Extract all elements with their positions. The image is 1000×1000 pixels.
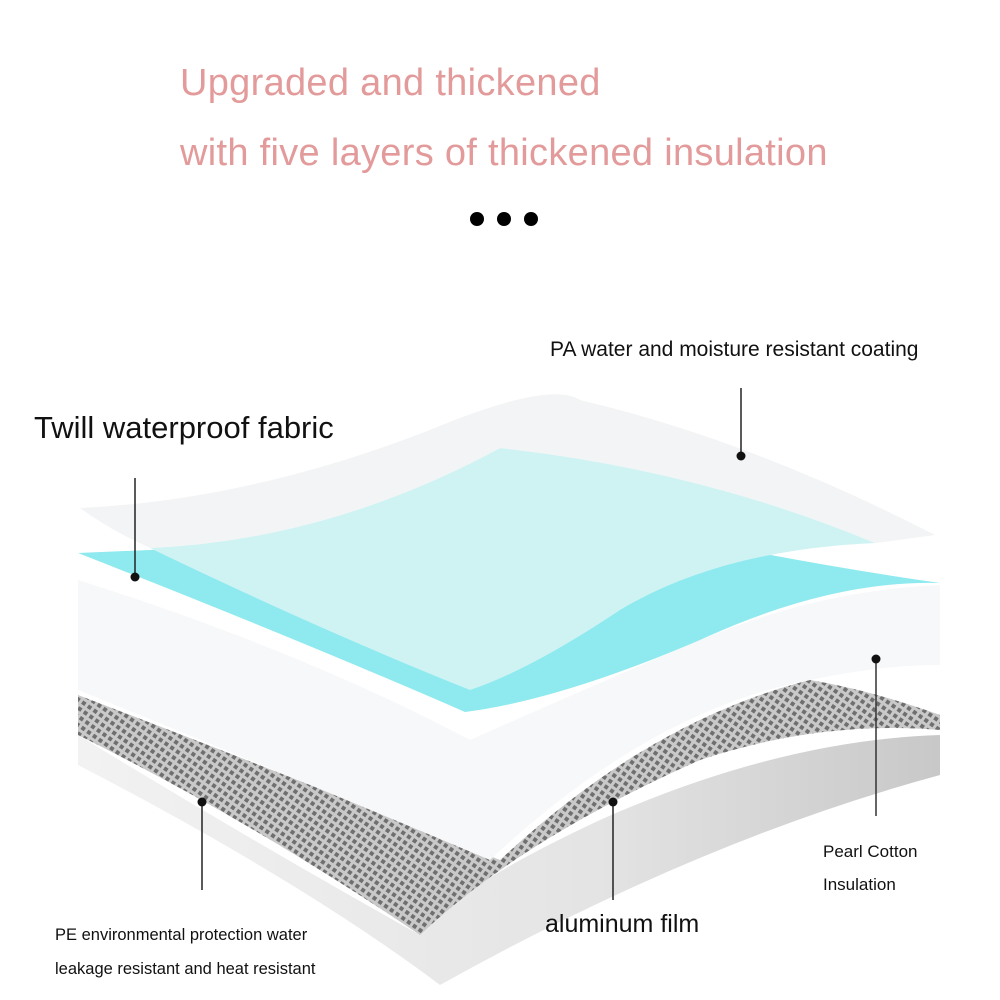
pa-dot-icon (736, 451, 746, 461)
pa-coating-layer (80, 394, 935, 548)
headline-line-2: with five layers of thickened insulation (180, 132, 828, 174)
aluminum-dot-icon (608, 797, 618, 807)
label-pe-layer: PE environmental protection water leakag… (55, 918, 316, 986)
aluminum-film-layer (78, 680, 940, 935)
headline-line-1: Upgraded and thickened (180, 62, 601, 104)
dot-icon (524, 212, 538, 226)
pearl-cotton-layer (78, 580, 940, 860)
pe-layer (78, 735, 940, 985)
pearl-dot-icon (871, 654, 881, 664)
label-aluminum-film: aluminum film (545, 910, 700, 938)
twill-inner-panel (150, 448, 875, 690)
dot-icon (470, 212, 484, 226)
twill-dot-icon (130, 572, 140, 582)
label-pearl-line-2: Insulation (823, 875, 896, 894)
label-twill-waterproof-fabric: Twill waterproof fabric (34, 410, 334, 445)
pe-dot-icon (197, 797, 207, 807)
label-pearl-cotton: Pearl Cotton Insulation (823, 835, 918, 901)
label-pearl-line-1: Pearl Cotton (823, 842, 918, 861)
ellipsis-dots (470, 212, 538, 226)
label-pe-line-1: PE environmental protection water (55, 926, 308, 944)
label-pe-line-2: leakage resistant and heat resistant (55, 960, 316, 978)
label-pa-coating: PA water and moisture resistant coating (550, 338, 919, 361)
dot-icon (497, 212, 511, 226)
